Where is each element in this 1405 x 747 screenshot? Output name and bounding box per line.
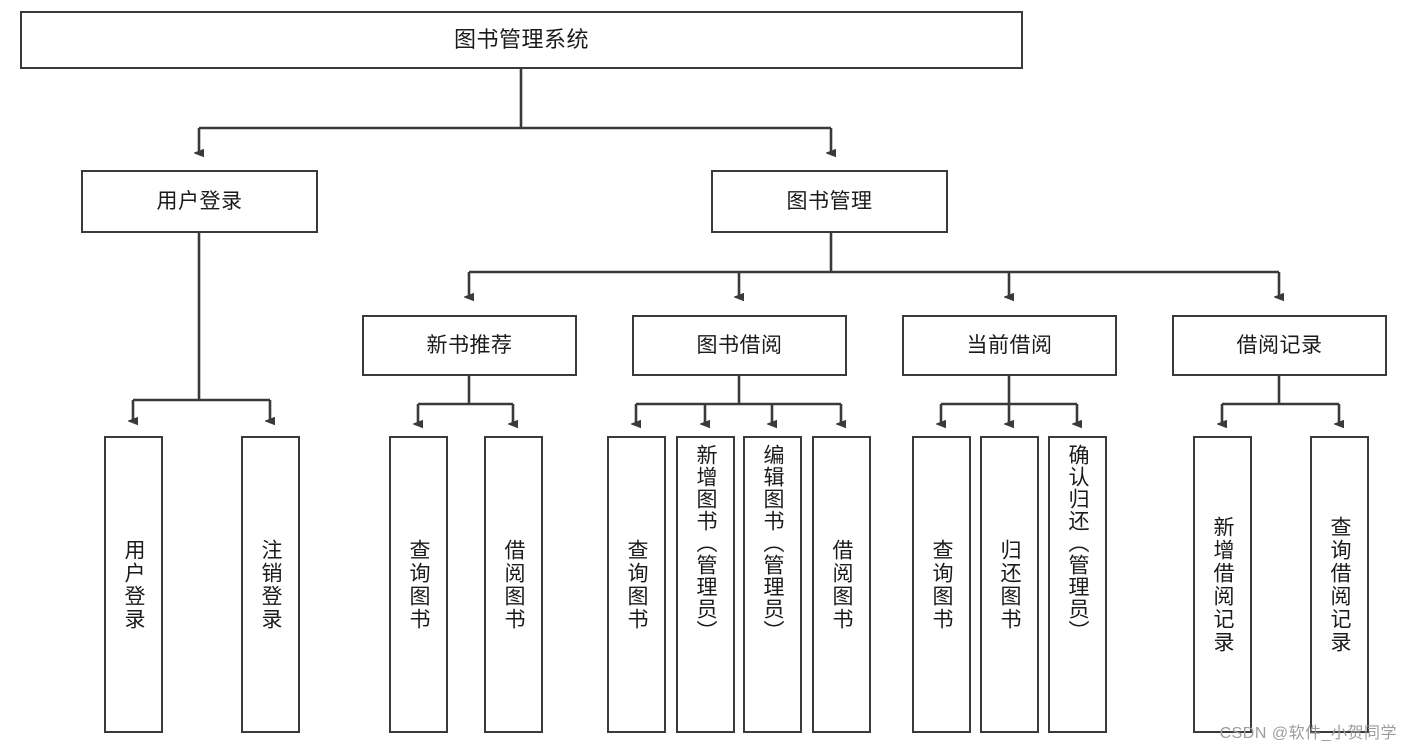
- node-leaf-user-login-label: 用户登录: [122, 538, 145, 631]
- node-root-label: 图书管理系统: [453, 26, 589, 52]
- node-book-borrow[interactable]: 图书借阅: [632, 315, 847, 376]
- node-book-management-label: 图书管理: [786, 189, 873, 213]
- node-leaf-borrow-book-2[interactable]: 借阅图书: [812, 436, 871, 733]
- node-book-management[interactable]: 图书管理: [711, 170, 948, 233]
- node-leaf-query-book-1-label: 查询图书: [407, 538, 430, 631]
- node-new-book-recommend[interactable]: 新书推荐: [362, 315, 577, 376]
- node-leaf-query-book-1[interactable]: 查询图书: [389, 436, 448, 733]
- node-leaf-confirm-return-label: 确认归还（管理员）: [1066, 444, 1089, 642]
- node-leaf-borrow-book-1[interactable]: 借阅图书: [484, 436, 543, 733]
- node-leaf-query-book-2[interactable]: 查询图书: [607, 436, 666, 733]
- watermark-text: CSDN @软件_小贺同学: [1219, 725, 1397, 742]
- node-leaf-query-book-3[interactable]: 查询图书: [912, 436, 971, 733]
- node-leaf-query-book-3-label: 查询图书: [930, 538, 953, 631]
- node-book-borrow-label: 图书借阅: [696, 333, 783, 357]
- node-leaf-logout-label: 注销登录: [259, 538, 282, 631]
- node-borrow-record-label: 借阅记录: [1236, 333, 1323, 357]
- node-leaf-confirm-return[interactable]: 确认归还（管理员）: [1048, 436, 1107, 733]
- node-root[interactable]: 图书管理系统: [20, 11, 1023, 69]
- node-leaf-add-book[interactable]: 新增图书（管理员）: [676, 436, 735, 733]
- node-leaf-edit-book[interactable]: 编辑图书（管理员）: [743, 436, 802, 733]
- node-current-borrow-label: 当前借阅: [966, 333, 1053, 357]
- node-leaf-return-book-label: 归还图书: [998, 538, 1021, 631]
- node-current-borrow[interactable]: 当前借阅: [902, 315, 1117, 376]
- node-leaf-borrow-book-2-label: 借阅图书: [830, 538, 853, 631]
- node-leaf-query-record-label: 查询借阅记录: [1328, 515, 1351, 654]
- node-leaf-logout[interactable]: 注销登录: [241, 436, 300, 733]
- node-leaf-add-record-label: 新增借阅记录: [1211, 515, 1234, 654]
- node-leaf-return-book[interactable]: 归还图书: [980, 436, 1039, 733]
- node-leaf-query-record[interactable]: 查询借阅记录: [1310, 436, 1369, 733]
- node-new-book-recommend-label: 新书推荐: [426, 333, 513, 357]
- node-leaf-edit-book-label: 编辑图书（管理员）: [761, 444, 784, 642]
- node-leaf-add-record[interactable]: 新增借阅记录: [1193, 436, 1252, 733]
- node-user-login-label: 用户登录: [156, 189, 243, 213]
- node-borrow-record[interactable]: 借阅记录: [1172, 315, 1387, 376]
- node-leaf-add-book-label: 新增图书（管理员）: [694, 444, 717, 642]
- node-leaf-query-book-2-label: 查询图书: [625, 538, 648, 631]
- node-leaf-user-login[interactable]: 用户登录: [104, 436, 163, 733]
- node-leaf-borrow-book-1-label: 借阅图书: [502, 538, 525, 631]
- node-user-login[interactable]: 用户登录: [81, 170, 318, 233]
